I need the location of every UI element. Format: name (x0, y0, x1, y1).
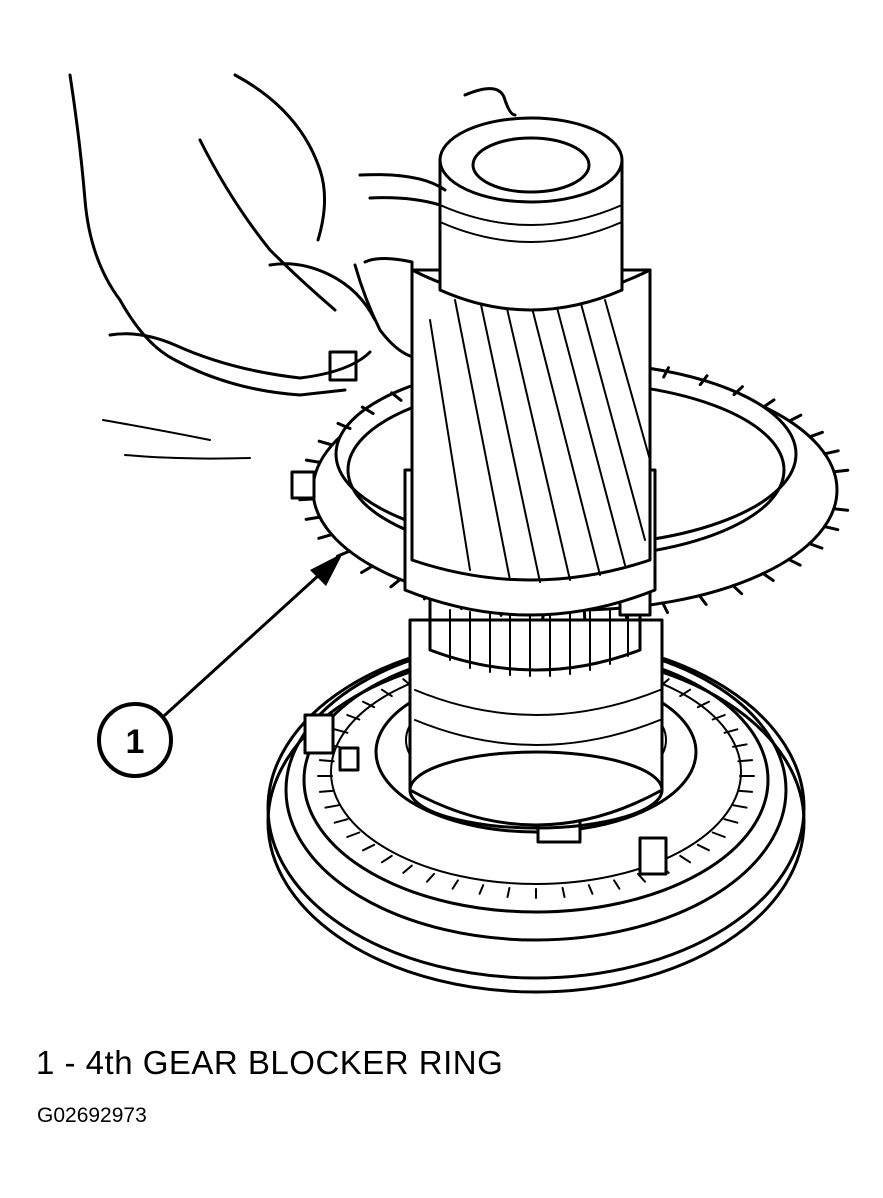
ring-tooth (823, 449, 840, 456)
hub-tooth (711, 831, 726, 838)
ring-tooth (762, 398, 776, 409)
ring-tooth (662, 366, 670, 379)
hub-tooth (696, 700, 710, 709)
helical-gear-shaft (403, 116, 657, 617)
hub-tooth (723, 818, 739, 824)
gear-assembly-illustration: 1 (68, 73, 850, 994)
hub-tooth (561, 887, 566, 898)
callout-number: 1 (126, 723, 145, 761)
ring-tooth (317, 439, 334, 447)
hub-tooth (426, 872, 435, 883)
hub-tooth (451, 879, 459, 890)
ring-tooth (317, 533, 334, 540)
hub-tooth (696, 843, 710, 852)
hub-tooth (333, 818, 349, 824)
hub-tooth (324, 804, 340, 809)
ring-tooth (823, 525, 840, 532)
hub-tooth (362, 700, 376, 709)
hub-tooth (380, 688, 393, 698)
hub-tooth (362, 843, 376, 852)
ring-tooth (832, 468, 850, 474)
ring-tooth (698, 374, 709, 387)
figure-caption: 1 - 4th GEAR BLOCKER RING (36, 1044, 504, 1081)
ring-tooth (832, 507, 850, 512)
lower-shaft (408, 598, 664, 830)
hub-tooth (711, 714, 726, 721)
ring-tooth (808, 430, 824, 439)
callout-1: 1 (97, 553, 343, 778)
ring-tooth (661, 601, 669, 614)
hub-tooth (402, 864, 413, 874)
hub-tooth (478, 884, 485, 895)
hub-tooth (679, 688, 692, 698)
ring-tooth (697, 594, 708, 606)
ring-tooth (304, 515, 322, 521)
ring-tooth (787, 413, 803, 423)
ring-tooth (731, 584, 744, 596)
ring-tooth (732, 385, 744, 397)
hub-tooth (318, 789, 335, 793)
figure-id: G02692973 (37, 1104, 147, 1127)
hub-tooth (679, 854, 692, 864)
hub-tooth (506, 887, 511, 898)
ring-tooth (787, 557, 802, 567)
hub-tooth (333, 728, 349, 734)
hub-tooth (346, 831, 361, 838)
ring-tooth (304, 458, 322, 464)
hand (68, 73, 517, 460)
ring-tooth (761, 572, 775, 582)
hub-tooth (587, 884, 594, 895)
hub-tooth (346, 714, 361, 721)
hub-tooth (318, 759, 335, 763)
ring-tooth (360, 564, 374, 574)
hub-tooth (732, 743, 748, 748)
ring-tooth (807, 542, 824, 550)
ring-tooth (336, 421, 352, 430)
ring-tooth (390, 391, 403, 402)
hub-tooth (380, 854, 393, 864)
hub-tooth (613, 879, 621, 890)
hub-tooth (737, 789, 754, 793)
ring-tooth (389, 577, 402, 589)
hub-tooth (723, 728, 739, 734)
ring-tooth (360, 405, 375, 415)
hub-tooth (732, 804, 748, 809)
hub-tooth (737, 759, 754, 763)
